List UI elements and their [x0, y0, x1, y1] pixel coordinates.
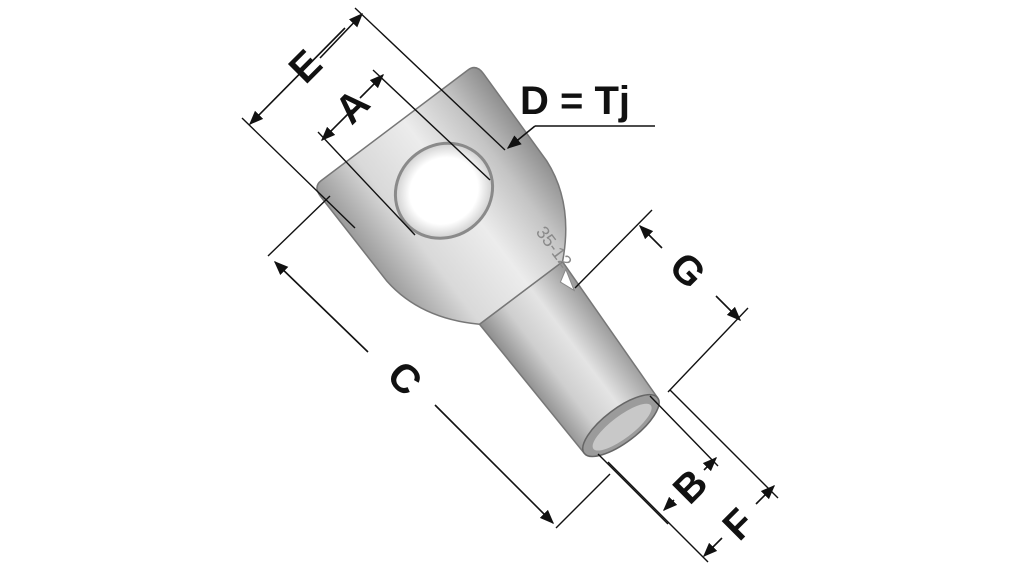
label-b: B — [665, 461, 717, 513]
label-f: F — [715, 501, 763, 549]
dimension-d: D = Tj — [506, 79, 655, 149]
label-d-tj: D = Tj — [520, 79, 630, 123]
label-c: C — [379, 353, 431, 405]
label-a: A — [327, 81, 379, 133]
inspection-notch — [559, 267, 576, 292]
stud-hole — [393, 141, 495, 240]
label-g: G — [661, 244, 714, 297]
cable-lug: 35-12 — [316, 66, 660, 458]
